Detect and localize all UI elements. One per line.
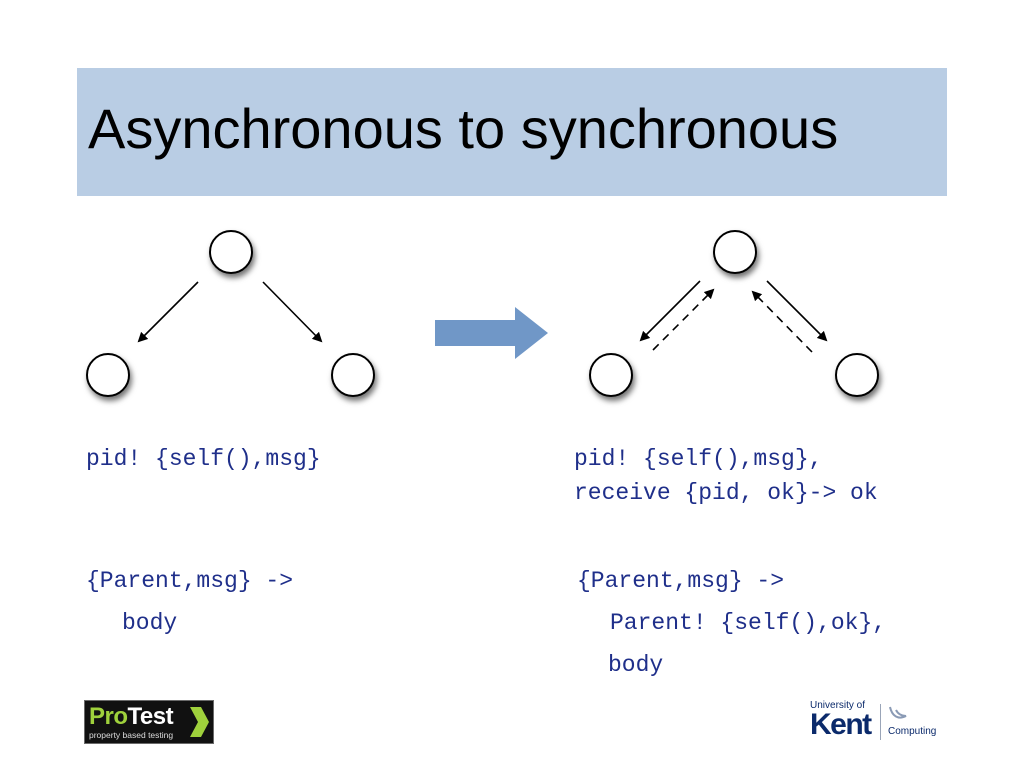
- right-send-code-1: pid! {self(),msg},: [574, 446, 823, 472]
- slide-title: Asynchronous to synchronous: [88, 97, 839, 160]
- protest-logo-pro: Pro: [89, 703, 128, 730]
- chevron-right-icon: [190, 707, 209, 737]
- kent-swirl-icon: [889, 706, 907, 719]
- parent-node: [209, 230, 253, 274]
- kent-logo-divider: [880, 704, 881, 740]
- right-body-code: body: [608, 652, 664, 678]
- left-send-code: pid! {self(),msg}: [86, 446, 321, 472]
- transform-arrow: [435, 307, 548, 359]
- message-arrow-right: [766, 280, 828, 342]
- message-arrow-left: [639, 280, 701, 342]
- title-bar: [77, 68, 947, 196]
- parent-node: [713, 230, 757, 274]
- right-receive-code: {Parent,msg} ->: [577, 568, 785, 594]
- kent-logo-department: Computing: [888, 726, 937, 737]
- child-node-right: [331, 353, 375, 397]
- async-diagram: [86, 230, 375, 397]
- kent-logo-name: Kent: [810, 708, 872, 741]
- reply-arrow-left: [652, 288, 715, 351]
- left-body-code: body: [122, 610, 178, 636]
- protest-logo-tagline: property based testing: [89, 730, 174, 740]
- message-arrow-left: [137, 281, 199, 343]
- sync-diagram: [589, 230, 879, 397]
- kent-logo-university: University of: [810, 700, 866, 711]
- message-arrow-right: [262, 281, 323, 343]
- child-node-left: [589, 353, 633, 397]
- right-send-code-2: receive {pid, ok}-> ok: [574, 480, 878, 506]
- left-receive-code: {Parent,msg} ->: [86, 568, 294, 594]
- child-node-right: [835, 353, 879, 397]
- reply-arrow-right: [751, 290, 813, 353]
- kent-logo: University of Kent Computing: [810, 700, 945, 742]
- protest-logo: ProTest property based testing: [84, 700, 214, 744]
- protest-logo-test: Test: [127, 703, 174, 730]
- right-reply-code: Parent! {self(),ok},: [610, 610, 887, 636]
- child-node-left: [86, 353, 130, 397]
